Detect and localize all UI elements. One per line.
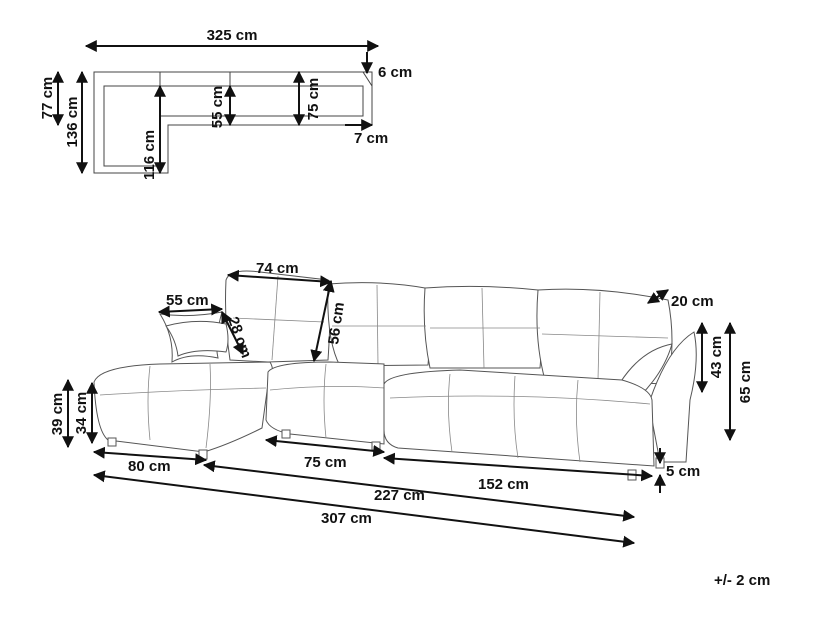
- label-136: 136 cm: [64, 97, 81, 148]
- label-top-width: 325 cm: [207, 27, 258, 44]
- sofa-drawing: [93, 270, 697, 481]
- label-116: 116 cm: [141, 130, 158, 180]
- label-55-top: 55 cm: [209, 86, 226, 129]
- label-227: 227 cm: [374, 487, 425, 504]
- label-55-pillow: 55 cm: [166, 292, 209, 309]
- tolerance-note: +/- 2 cm: [714, 572, 770, 589]
- label-77: 77 cm: [39, 77, 56, 120]
- label-65: 65 cm: [737, 361, 754, 404]
- top-view-outline: [93, 71, 373, 174]
- dim-line-28: [221, 310, 244, 356]
- label-7: 7 cm: [354, 130, 388, 147]
- label-74: 74 cm: [256, 260, 299, 277]
- label-5: 5 cm: [666, 463, 700, 480]
- label-75-front: 75 cm: [304, 454, 347, 471]
- label-56: 56 cm: [325, 301, 348, 345]
- label-39: 39 cm: [49, 393, 66, 436]
- label-75-top: 75 cm: [305, 78, 322, 121]
- label-80: 80 cm: [128, 458, 171, 475]
- dim-line-56: [310, 279, 335, 363]
- label-307: 307 cm: [321, 510, 372, 527]
- label-20: 20 cm: [671, 293, 714, 310]
- dim-line-20: [646, 289, 670, 304]
- label-43: 43 cm: [708, 336, 725, 379]
- label-back-top: 6 cm: [378, 64, 412, 81]
- label-152: 152 cm: [478, 476, 529, 493]
- dim-line-80: [92, 446, 208, 466]
- label-34: 34 cm: [73, 392, 90, 435]
- dim-line-55-pillow: [157, 303, 224, 318]
- dim-line-75-front: [264, 435, 386, 457]
- dim-line-307: [92, 470, 636, 548]
